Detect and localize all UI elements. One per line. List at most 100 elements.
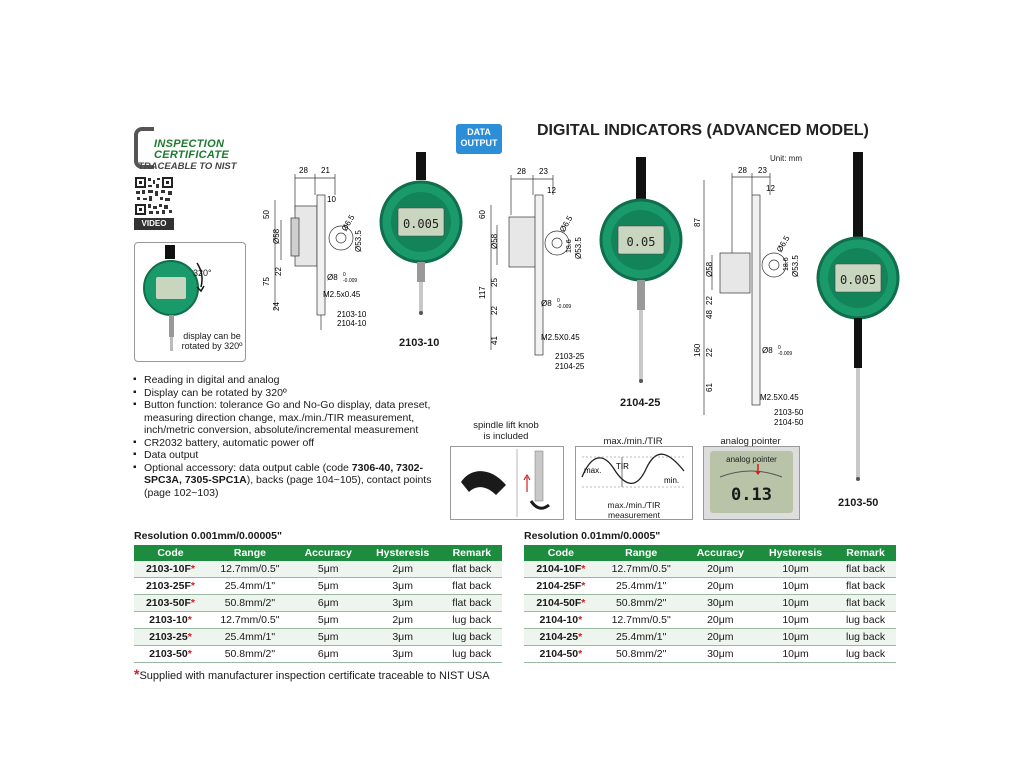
model-label-2103-50: 2103-50 (838, 497, 879, 509)
dim-d2-e: Ø53.5 (574, 237, 583, 259)
dim-d1-h: 24 (272, 302, 281, 311)
optional-post: ), backs (page 104~105), contact points … (144, 474, 432, 499)
indicator-2104-25: 0.05 (599, 157, 683, 383)
footnote-text: Supplied with manufacturer inspection ce… (139, 670, 490, 682)
cell-range: 50.8mm/2" (597, 594, 685, 612)
cell-range: 50.8mm/2" (597, 645, 685, 663)
cell-remark: flat back (835, 577, 896, 595)
dim-d3-a: 12 (766, 184, 775, 193)
code-text: 2104-25 (539, 631, 579, 643)
dim-d3-thread: M2.5X0.45 (760, 393, 799, 402)
indicator-2104-25-display: 0.05 (627, 235, 656, 249)
dim-d2-top-a: 28 (517, 167, 526, 176)
star-mark: * (187, 631, 192, 643)
cell-code: 2103-50F* (134, 594, 207, 612)
tir-label: TIR (616, 462, 629, 471)
dim-d2-stem-tol-bot: -0.009 (557, 304, 571, 310)
table2-title: Resolution 0.01mm/0.0005" (524, 530, 661, 542)
rotation-angle: 320° (193, 268, 212, 278)
cell-range: 25.4mm/1" (206, 628, 293, 646)
dim-d3-k: 61 (705, 383, 714, 392)
dim-d3-top-b: 23 (758, 166, 767, 175)
dim-d2-g: 25 (490, 278, 499, 287)
cell-hysteresis: 3μm (363, 577, 442, 595)
inspection-certificate-logo: INSPECTION CERTIFICATE TRACEABLE TO NIST (134, 127, 244, 172)
dim-d1-a: 10 (327, 195, 336, 204)
cell-accuracy: 6μm (292, 594, 364, 612)
indicator-2103-10: 0.005 (379, 152, 463, 315)
col-code: Code (134, 545, 207, 561)
cell-accuracy: 20μm (684, 611, 757, 629)
code-text: 2104-10 (539, 614, 579, 626)
optional-pre: Optional accessory: data output cable (c… (144, 461, 352, 474)
video-label[interactable]: VIDEO (134, 218, 174, 230)
dim-d3-j: 22 (705, 348, 714, 357)
cell-range: 12.7mm/0.5" (597, 611, 685, 629)
cell-hysteresis: 10μm (756, 611, 836, 629)
dim-d3-d: Ø6.5 (775, 234, 792, 254)
dim-d1-g: 75 (262, 277, 271, 286)
pointer-reading: 0.13 (731, 485, 772, 505)
dim-d3-f: 18.6 (783, 257, 790, 271)
rotation-box: 320° display can be rotated by 320º (134, 242, 246, 362)
cell-accuracy: 5μm (292, 611, 364, 629)
cell-remark: lug back (835, 645, 896, 663)
col-remark: Remark (835, 545, 896, 561)
cell-code: 2103-25F* (134, 577, 207, 595)
dim-d1-f: 22 (274, 267, 283, 276)
dim-d2-a: 12 (547, 186, 556, 195)
cell-hysteresis: 10μm (756, 577, 836, 595)
data-output-line2: OUTPUT (460, 138, 498, 148)
dim-d1-d: Ø6.5 (340, 213, 357, 233)
cert-line3: TRACEABLE TO NIST (138, 161, 237, 172)
dim-d3-i: 160 (693, 343, 702, 357)
code-text: 2104-25F (536, 580, 582, 592)
cell-hysteresis: 10μm (756, 645, 836, 663)
dim-d2-j: 41 (490, 336, 499, 345)
tir-caption: max./min./TIR measurement (576, 500, 692, 520)
cert-line2: CERTIFICATE (154, 149, 230, 161)
cell-range: 25.4mm/1" (206, 577, 293, 595)
cell-remark: flat back (835, 561, 896, 578)
code-text: 2103-50 (149, 648, 188, 660)
footnote: *Supplied with manufacturer inspection c… (134, 666, 490, 682)
drawing-code-d3-0: 2103-50 (774, 408, 804, 417)
dim-d3-g: 22 (705, 296, 714, 305)
dim-d3-h: 48 (705, 310, 714, 319)
code-text: 2103-10 (149, 614, 188, 626)
dim-d3-stem-tol-bot: -0.009 (778, 351, 792, 357)
star-mark: * (190, 563, 195, 575)
qr-code-icon[interactable] (134, 176, 174, 216)
dim-d1-c: Ø58 (272, 228, 281, 244)
dim-d1-e: Ø53.5 (354, 230, 363, 252)
cell-range: 12.7mm/0.5" (206, 611, 293, 629)
col-range: Range (597, 545, 685, 561)
star-mark: * (190, 580, 195, 592)
spindle-title-line1: spindle lift knob (473, 420, 539, 431)
dim-d3-b: 87 (693, 218, 702, 227)
dim-d2-stem: Ø8 (541, 299, 552, 308)
cell-accuracy: 20μm (684, 577, 757, 595)
cell-accuracy: 30μm (684, 594, 757, 612)
dim-d1-stem-tol-top: 0 (343, 272, 346, 278)
cell-accuracy: 5μm (292, 628, 364, 646)
cell-code: 2104-25* (524, 628, 598, 646)
cell-accuracy: 5μm (292, 577, 364, 595)
dim-d2-stem-tol-top: 0 (557, 298, 560, 304)
dim-d2-h: 117 (478, 286, 487, 299)
cell-code: 2104-10* (524, 611, 598, 629)
cell-range: 50.8mm/2" (206, 645, 293, 663)
dim-d3-c: Ø58 (705, 261, 714, 277)
rotated-indicator-illustration (143, 245, 205, 351)
dim-d1-top-b: 21 (321, 166, 330, 175)
dim-d1-top-a: 28 (299, 166, 308, 175)
cell-hysteresis: 2μm (363, 561, 442, 578)
dim-d3-top-a: 28 (738, 166, 747, 175)
cell-hysteresis: 3μm (363, 645, 442, 663)
spindle-detail-title: spindle lift knob is included (450, 420, 562, 442)
